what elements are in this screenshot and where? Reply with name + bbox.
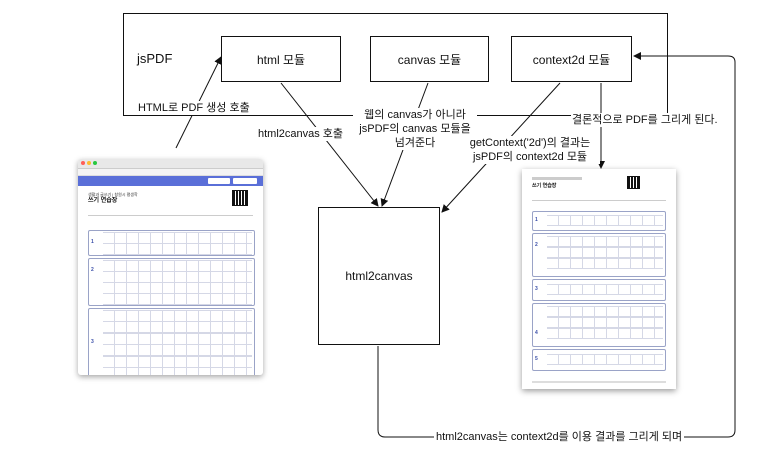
pdf-row-number: 1 — [535, 217, 538, 223]
pdf-row-number: 2 — [535, 242, 538, 248]
label-getcontext-line2: jsPDF의 context2d 모듈 — [472, 151, 588, 163]
label-web-canvas-line1: 웹의 canvas가 아니라 — [364, 109, 466, 121]
browser-titlebar — [78, 159, 263, 169]
browser-qr-code — [232, 190, 248, 206]
label-getcontext: getContext('2d')의 결과는 jsPDF의 context2d 모… — [460, 136, 600, 164]
jspdf-label: jsPDF — [137, 51, 173, 66]
html2canvas-box: html2canvas — [318, 207, 440, 345]
browser-row-group-1: 1 — [88, 230, 255, 256]
label-getcontext-line1: getContext('2d')의 결과는 — [469, 137, 591, 149]
context2d-module-box: context2d 모듈 — [511, 36, 632, 82]
pdf-row-number: 5 — [535, 356, 538, 362]
pdf-row-group-5: 5 — [532, 349, 666, 371]
label-web-canvas-line2: jsPDF의 canvas 모듈을 — [359, 123, 471, 135]
html-module-box: html 모듈 — [221, 36, 341, 82]
arrow-html-module-to-html2canvas — [280, 82, 379, 207]
label-bottom-loop: html2canvas는 context2d를 이용 결과를 그리게 되며 — [434, 430, 685, 444]
pdf-page-title: 쓰기 연습장 — [532, 183, 557, 189]
label-web-canvas-line3: 넘겨준다 — [394, 137, 436, 149]
pdf-row-group-2: 2 — [532, 233, 666, 277]
canvas-module-box: canvas 모듈 — [370, 36, 489, 82]
pdf-row-number: 3 — [535, 286, 538, 292]
canvas-module-label: canvas 모듈 — [397, 52, 462, 67]
pdf-header-small — [532, 177, 582, 180]
html2canvas-label: html2canvas — [345, 269, 413, 283]
label-html2canvas-call: html2canvas 호출 — [257, 127, 345, 141]
label-result-pdf: 결론적으로 PDF를 그리게 된다. — [571, 113, 719, 127]
browser-content: 생활과 글쓰기 | 창원시 평생학 쓰기 연습장 1 2 3 — [78, 186, 263, 375]
browser-screenshot-thumbnail: 생활과 글쓰기 | 창원시 평생학 쓰기 연습장 1 2 3 — [78, 159, 263, 375]
browser-row-number: 3 — [91, 339, 94, 345]
browser-row-group-2: 2 — [88, 258, 255, 306]
pdf-qr-code — [627, 176, 640, 189]
browser-urlbar — [78, 169, 263, 176]
pdf-footer — [532, 381, 666, 383]
pdf-output-thumbnail: 쓰기 연습장 1 2 3 4 5 — [522, 169, 676, 389]
browser-row-number: 2 — [91, 267, 94, 273]
context2d-module-label: context2d 모듈 — [532, 52, 611, 67]
pdf-row-group-3: 3 — [532, 279, 666, 301]
pdf-row-number: 4 — [535, 330, 538, 336]
pdf-row-group-1: 1 — [532, 211, 666, 231]
label-html-to-pdf: HTML로 PDF 생성 호출 — [137, 101, 251, 115]
browser-row-group-3: 3 — [88, 308, 255, 375]
browser-appbar — [78, 176, 263, 186]
arrow-loop-html2canvas-to-context2d — [377, 52, 736, 438]
html-module-label: html 모듈 — [256, 52, 306, 67]
browser-header-small: 생활과 글쓰기 | 창원시 평생학 — [88, 192, 138, 197]
label-web-canvas: 웹의 canvas가 아니라 jsPDF의 canvas 모듈을 넘겨준다 — [353, 108, 477, 150]
browser-row-number: 1 — [91, 239, 94, 245]
browser-page-title: 쓰기 연습장 — [88, 198, 118, 204]
pdf-row-group-4: 4 — [532, 303, 666, 347]
